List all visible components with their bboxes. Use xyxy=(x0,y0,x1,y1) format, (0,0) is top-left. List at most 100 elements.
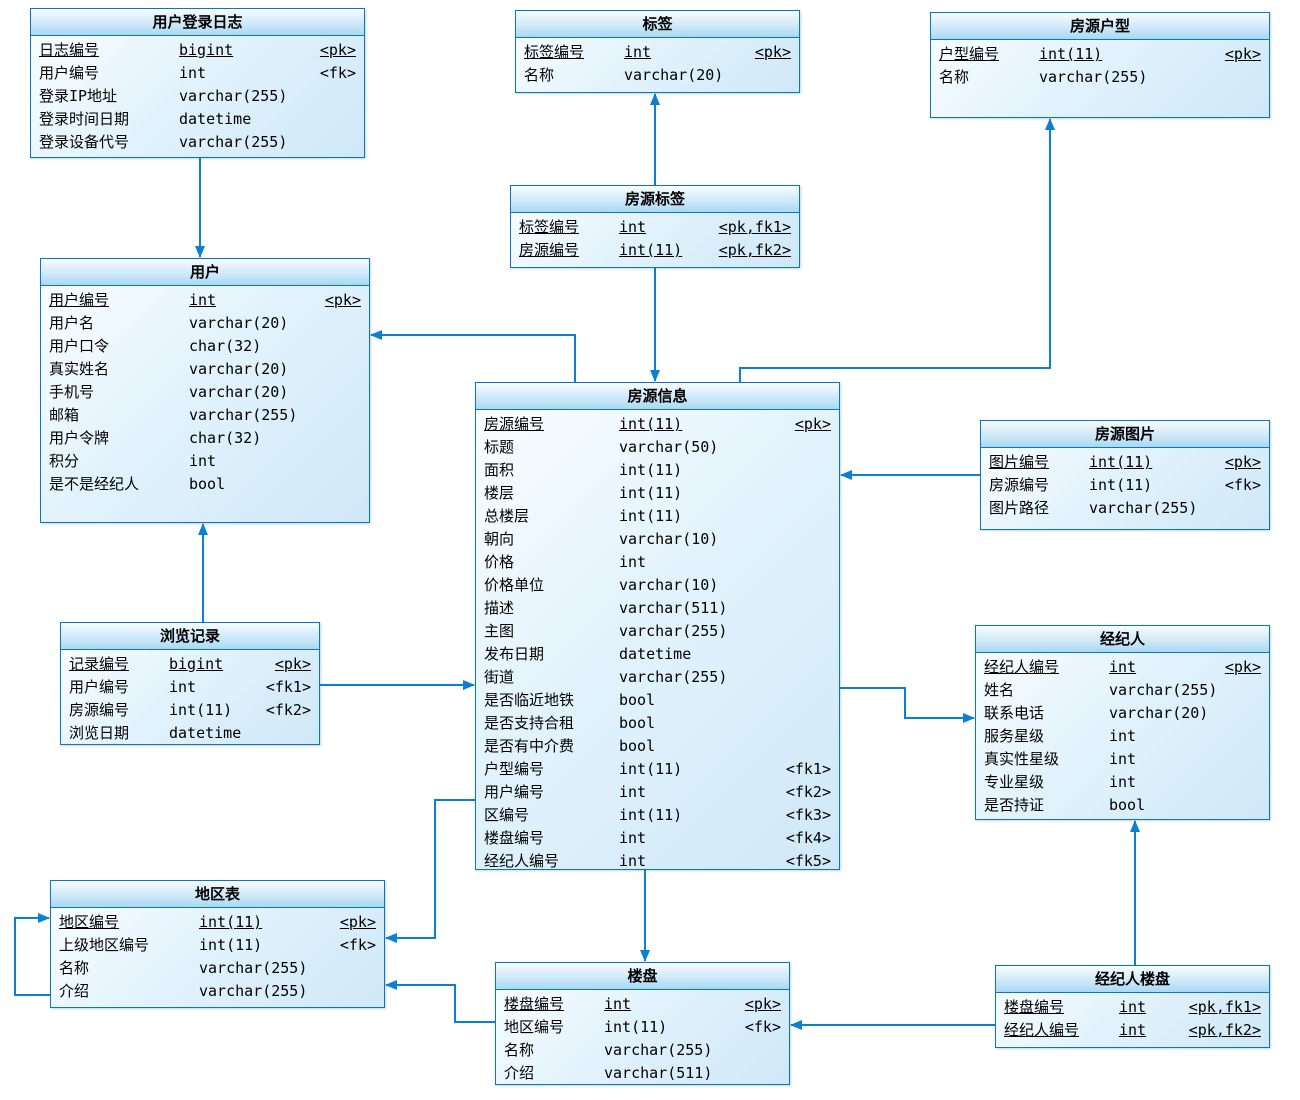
column-name: 用户口令 xyxy=(49,337,110,355)
column-type: bigint xyxy=(169,655,224,673)
column-name: 积分 xyxy=(49,452,80,470)
entity-title-house-type: 房源户型 xyxy=(931,13,1269,40)
column-name: 发布日期 xyxy=(484,645,545,663)
column-type: int xyxy=(1109,750,1137,768)
column-name: 名称 xyxy=(504,1041,535,1059)
column-key: <pk,fk1> xyxy=(718,218,791,236)
column-type: char(32) xyxy=(189,429,262,447)
column-name: 登录设备代号 xyxy=(39,133,130,151)
column-name: 记录编号 xyxy=(69,655,130,673)
column-type: int(11) xyxy=(604,1018,668,1036)
connector-house-info-to-region[interactable] xyxy=(385,799,475,943)
connector-house-info-to-house-type[interactable] xyxy=(739,118,1055,382)
column-name: 标签编号 xyxy=(524,43,585,61)
column-name: 名称 xyxy=(939,68,970,86)
column-type: varchar(50) xyxy=(619,438,719,456)
column-type: int xyxy=(619,852,647,870)
column-type: varchar(511) xyxy=(604,1064,713,1082)
column-key: <fk1> xyxy=(785,760,831,778)
column-row: 真实姓名 varchar(20) xyxy=(41,358,369,381)
column-name: 是否持证 xyxy=(984,796,1045,814)
column-type: varchar(255) xyxy=(179,87,288,105)
column-type: varchar(255) xyxy=(604,1041,713,1059)
entity-title-house-image: 房源图片 xyxy=(981,421,1269,448)
column-type: int xyxy=(1119,1021,1147,1039)
column-name: 房源编号 xyxy=(989,476,1050,494)
entity-title-user-login-log: 用户登录日志 xyxy=(31,9,364,36)
connector-house-info-to-agent[interactable] xyxy=(840,687,975,723)
column-name: 楼盘编号 xyxy=(504,995,565,1013)
connector-region-self-reference[interactable] xyxy=(14,913,50,996)
column-name: 真实姓名 xyxy=(49,360,110,378)
column-type: varchar(10) xyxy=(619,530,719,548)
column-type: int(11) xyxy=(619,484,683,502)
column-row: 介绍 varchar(511) xyxy=(496,1062,789,1084)
column-name: 用户编号 xyxy=(49,291,110,309)
column-name: 朝向 xyxy=(484,530,515,548)
column-name: 介绍 xyxy=(504,1064,535,1082)
connector-house-info-to-user[interactable] xyxy=(370,330,576,382)
column-row: 朝向 varchar(10) xyxy=(476,528,839,551)
column-name: 房源编号 xyxy=(484,415,545,433)
column-type: varchar(255) xyxy=(179,133,288,151)
column-type: varchar(20) xyxy=(624,66,724,84)
column-type: int(11) xyxy=(169,701,233,719)
column-key: <fk2> xyxy=(265,701,311,719)
column-type: varchar(255) xyxy=(199,982,308,1000)
column-name: 楼盘编号 xyxy=(1004,998,1065,1016)
connector-building-to-region[interactable] xyxy=(385,980,495,1023)
column-key: <fk5> xyxy=(785,852,831,870)
column-name: 联系电话 xyxy=(984,704,1045,722)
column-name: 日志编号 xyxy=(39,41,100,59)
column-name: 总楼层 xyxy=(484,507,530,525)
column-type: bool xyxy=(189,475,226,493)
column-type: varchar(20) xyxy=(1109,704,1209,722)
column-type: bool xyxy=(619,737,656,755)
column-key: <pk> xyxy=(1224,658,1261,676)
column-type: varchar(20) xyxy=(189,360,289,378)
column-name: 手机号 xyxy=(49,383,95,401)
column-type: int xyxy=(189,452,217,470)
column-type: varchar(255) xyxy=(1039,68,1148,86)
column-name: 描述 xyxy=(484,599,515,617)
column-name: 专业星级 xyxy=(984,773,1045,791)
